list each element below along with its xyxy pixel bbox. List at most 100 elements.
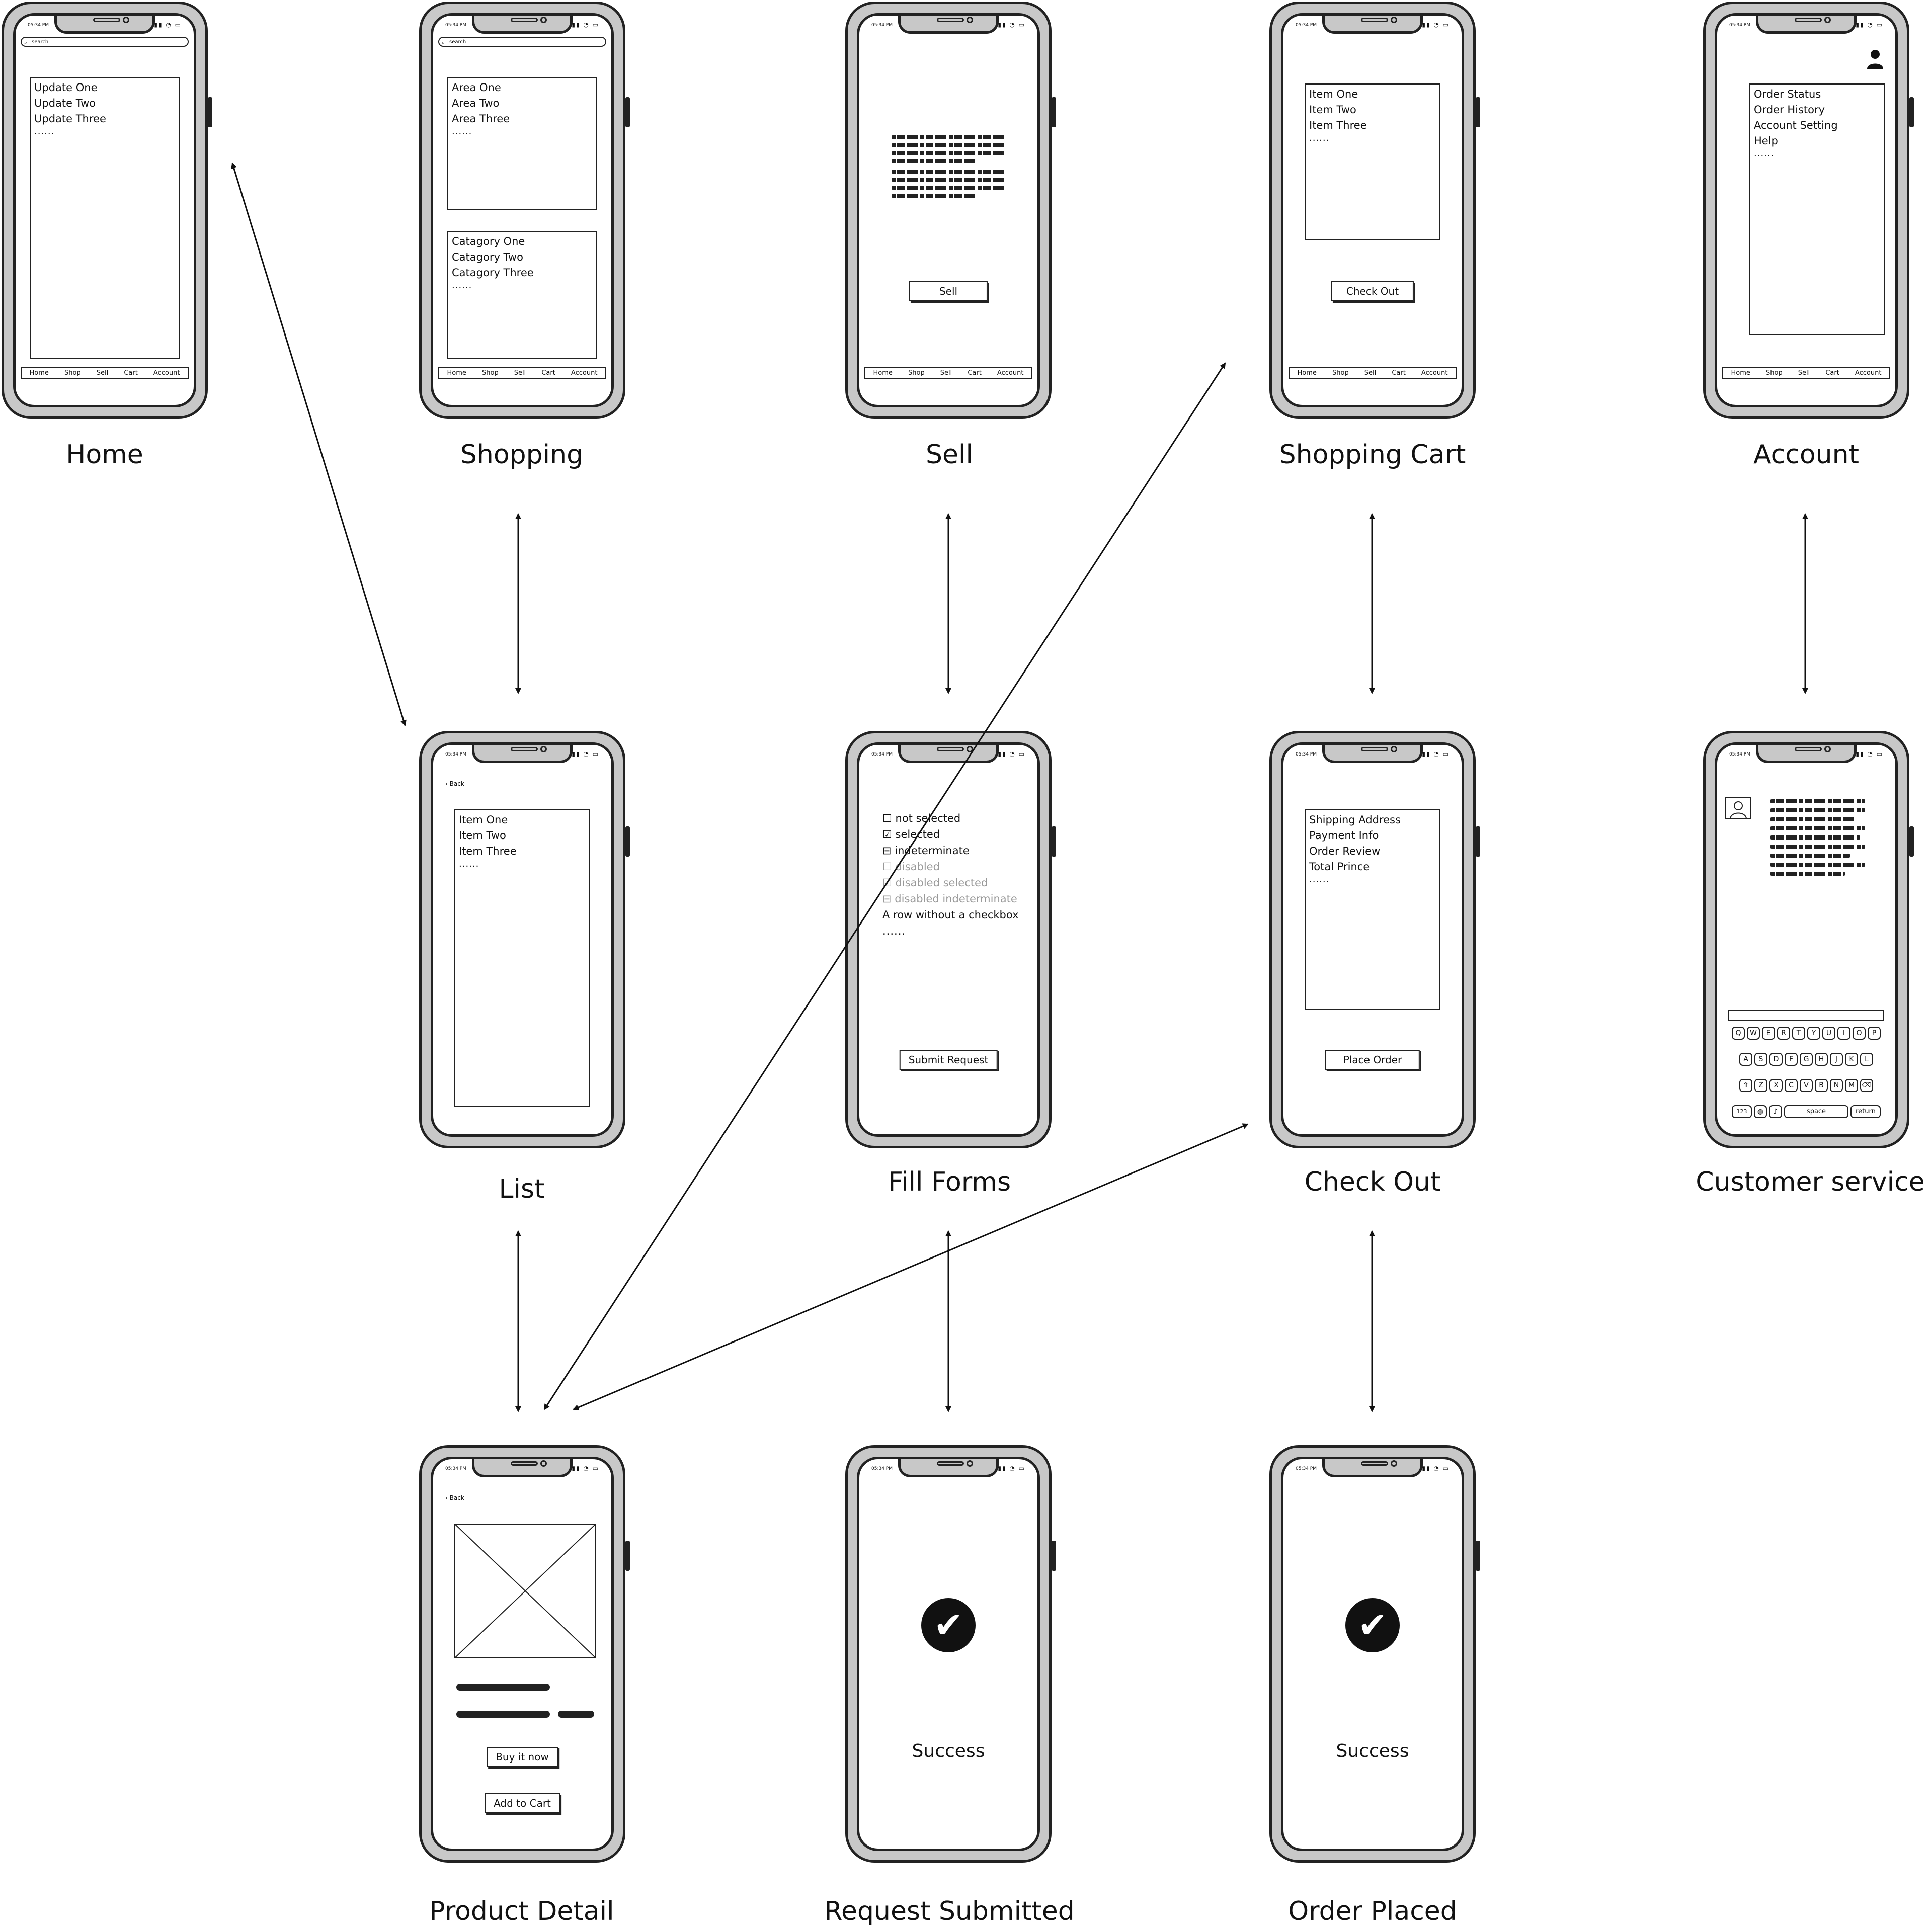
list-item[interactable]: Item Two [1309,104,1356,116]
space-key[interactable]: space [1784,1105,1848,1118]
sell-phone: 05:34 PM ▮▮ ◔ ▭ Sell Home Shop Sell Cart… [845,2,1056,419]
status-icons: ▮▮ ◔ ▭ [1856,21,1883,28]
key[interactable]: D [1769,1053,1783,1066]
backspace-key-icon[interactable]: ⌫ [1860,1079,1873,1092]
tab-home[interactable]: Home [29,369,49,377]
back-button[interactable]: ‹ Back [445,780,464,787]
list-item[interactable]: Item One [1309,88,1358,100]
menu-item-account-setting[interactable]: Account Setting [1754,119,1838,131]
tab-cart[interactable]: Cart [1392,369,1406,377]
tab-cart[interactable]: Cart [968,369,982,377]
tab-sell[interactable]: Sell [1798,369,1810,377]
list-item[interactable]: Total Prince [1309,861,1370,873]
tab-account[interactable]: Account [571,369,598,377]
key[interactable]: U [1822,1027,1835,1040]
tab-shop[interactable]: Shop [1332,369,1349,377]
key[interactable]: I [1837,1027,1850,1040]
key[interactable]: A [1739,1053,1752,1066]
list-item[interactable]: Area Three [452,113,510,125]
tab-sell[interactable]: Sell [96,369,109,377]
checkbox-row[interactable]: ☑ selected [882,828,940,841]
list-item[interactable]: Update Two [34,97,96,109]
success-message: Success [912,1741,985,1762]
tab-home[interactable]: Home [1297,369,1317,377]
list-item[interactable]: Area One [452,81,501,94]
numbers-key[interactable]: 123 [1732,1105,1752,1118]
key[interactable]: T [1792,1027,1805,1040]
microphone-key-icon[interactable]: ♪ [1769,1105,1782,1118]
menu-item-order-status[interactable]: Order Status [1754,88,1821,100]
buy-it-now-button[interactable]: Buy it now [487,1747,558,1767]
menu-item-help[interactable]: Help [1754,135,1778,147]
sell-button[interactable]: Sell [909,281,988,301]
add-to-cart-button[interactable]: Add to Cart [485,1793,560,1813]
tab-cart[interactable]: Cart [124,369,138,377]
tab-account[interactable]: Account [1855,369,1882,377]
tab-sell[interactable]: Sell [940,369,952,377]
globe-key-icon[interactable]: ◍ [1754,1105,1767,1118]
key[interactable]: P [1868,1027,1881,1040]
status-time: 05:34 PM [1296,1466,1317,1471]
key[interactable]: O [1853,1027,1866,1040]
key[interactable]: G [1800,1053,1813,1066]
message-input[interactable] [1728,1010,1884,1021]
key[interactable]: K [1845,1053,1858,1066]
list-item[interactable]: Update Three [34,113,106,125]
tab-sell[interactable]: Sell [1364,369,1377,377]
list-item[interactable]: Item One [459,814,508,826]
key[interactable]: H [1815,1053,1828,1066]
tab-home[interactable]: Home [447,369,466,377]
key[interactable]: N [1830,1079,1843,1092]
tab-account[interactable]: Account [1421,369,1448,377]
tab-home[interactable]: Home [1731,369,1750,377]
list-item[interactable]: Shipping Address [1309,814,1401,826]
tab-account[interactable]: Account [153,369,180,377]
key[interactable]: E [1762,1027,1775,1040]
submit-request-button[interactable]: Submit Request [899,1050,998,1070]
checkbox-row[interactable]: ☐ not selected [882,812,961,824]
list-item[interactable]: Catagory One [452,235,525,247]
key[interactable]: M [1845,1079,1858,1092]
tab-home[interactable]: Home [873,369,893,377]
menu-item-order-history[interactable]: Order History [1754,104,1825,116]
tab-shop[interactable]: Shop [908,369,925,377]
list-item[interactable]: Order Review [1309,845,1381,857]
list-item[interactable]: Payment Info [1309,829,1379,842]
key[interactable]: W [1747,1027,1760,1040]
key[interactable]: Y [1807,1027,1820,1040]
user-icon[interactable] [1866,49,1884,69]
list-item[interactable]: Update One [34,81,98,94]
tab-cart[interactable]: Cart [541,369,555,377]
tab-cart[interactable]: Cart [1825,369,1839,377]
place-order-button[interactable]: Place Order [1325,1050,1420,1070]
key[interactable]: L [1860,1053,1873,1066]
tab-shop[interactable]: Shop [64,369,81,377]
key[interactable]: J [1830,1053,1843,1066]
key[interactable]: F [1785,1053,1798,1066]
key[interactable]: X [1769,1079,1783,1092]
key[interactable]: C [1785,1079,1798,1092]
tab-shop[interactable]: Shop [1766,369,1783,377]
list-item[interactable]: Item Two [459,829,506,842]
shift-key-icon[interactable]: ⇧ [1739,1079,1752,1092]
tab-account[interactable]: Account [997,369,1024,377]
checkbox-row[interactable]: ⊟ indeterminate [882,845,970,857]
key[interactable]: V [1800,1079,1813,1092]
key[interactable]: S [1754,1053,1767,1066]
tab-shop[interactable]: Shop [482,369,499,377]
search-input[interactable]: ⌕search [21,37,189,47]
list-item[interactable]: Item Three [459,845,517,857]
list-item[interactable]: Catagory Two [452,251,523,263]
list-item[interactable]: Catagory Three [452,267,534,279]
list-item[interactable]: Area Two [452,97,500,109]
key[interactable]: Q [1732,1027,1745,1040]
search-input[interactable]: ⌕search [438,37,606,47]
key[interactable]: R [1777,1027,1790,1040]
key[interactable]: B [1815,1079,1828,1092]
return-key[interactable]: return [1850,1105,1881,1118]
tab-sell[interactable]: Sell [514,369,526,377]
key[interactable]: Z [1754,1079,1767,1092]
check-out-button[interactable]: Check Out [1331,281,1414,301]
back-button[interactable]: ‹ Back [445,1494,464,1501]
list-item[interactable]: Item Three [1309,119,1367,131]
